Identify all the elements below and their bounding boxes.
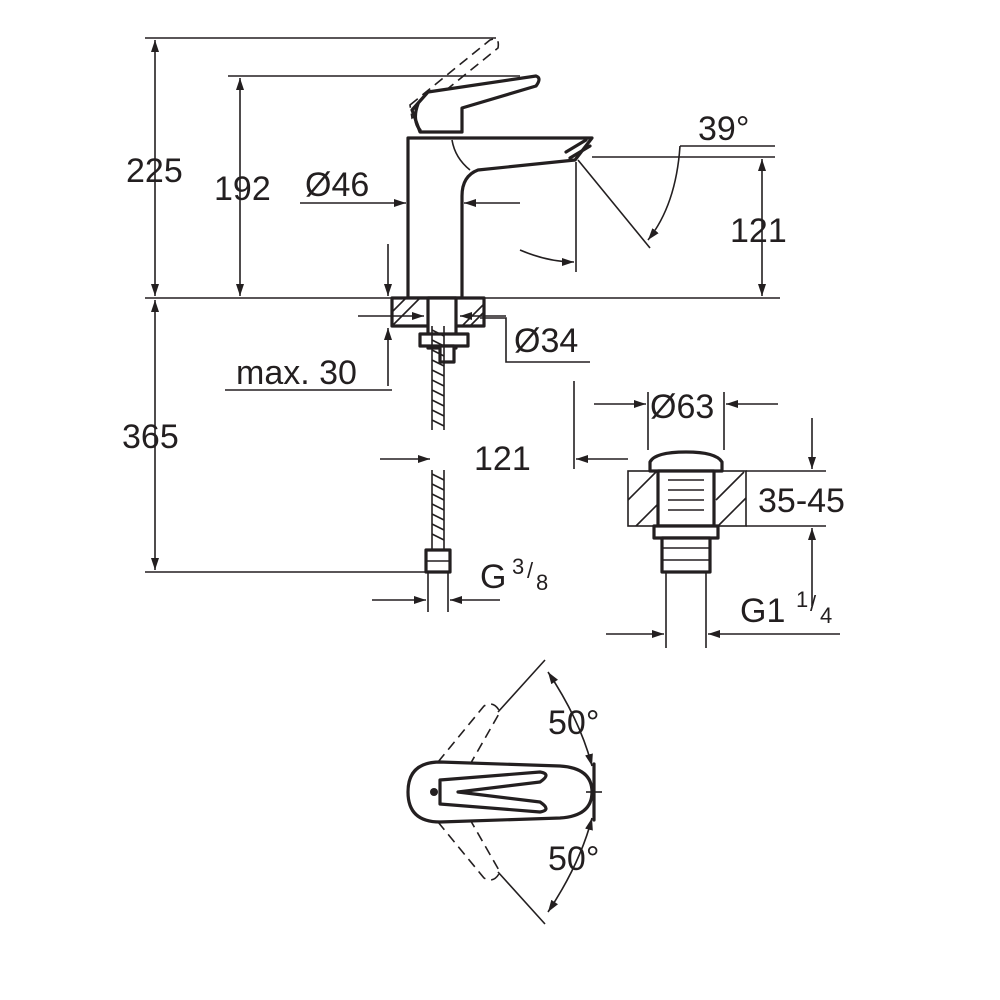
label-spout-angle: 39° [698, 110, 749, 148]
label-waste-diameter: Ø63 [650, 388, 714, 426]
label-total-height: 225 [126, 152, 183, 190]
label-thread-diameter: Ø34 [514, 322, 578, 360]
dimension-labels: 225 192 Ø46 39° 121 Ø34 max. 30 365 121 … [122, 110, 845, 878]
waste-connection-num: 1 [796, 587, 808, 612]
hose-connection-num: 3 [512, 554, 524, 579]
waste-valve [627, 450, 747, 648]
label-waste-connection: G1 1 / 4 [740, 587, 832, 630]
waste-thread-lines [662, 547, 710, 561]
waste-cap [648, 450, 724, 473]
fixing-stud [438, 344, 456, 364]
dimension-lines [145, 37, 780, 604]
waste-connection-slash: / [810, 591, 817, 616]
label-hose-length: 365 [122, 418, 179, 456]
faucet-body [406, 136, 594, 300]
basin-hatching [627, 471, 747, 527]
hose-connection-den: 8 [536, 570, 548, 595]
label-basin-thickness: 35-45 [758, 482, 845, 520]
lever-rotated-left [436, 703, 501, 769]
rotation-dimensions [497, 659, 593, 925]
waste-dimensions [594, 392, 840, 638]
flexible-hose [431, 326, 445, 550]
lever-rotated-right [436, 815, 501, 881]
label-spout-reach: 121 [474, 440, 531, 478]
label-hose-connection: G 3 / 8 [480, 554, 548, 596]
hose-connection-slash: / [527, 558, 534, 583]
deck-hatching [391, 297, 485, 327]
top-view-lever [438, 770, 548, 814]
body-contour [451, 139, 471, 171]
aerator-lines [564, 138, 592, 160]
label-max-deck: max. 30 [236, 354, 357, 392]
lever-pivot [413, 102, 422, 132]
label-rotation-right: 50° [548, 840, 599, 878]
faucet-top-view [406, 703, 602, 881]
label-spout-height: 192 [214, 170, 271, 208]
label-outlet-height: 121 [730, 212, 787, 250]
waste-nut [652, 524, 720, 540]
pivot-dot [430, 788, 438, 796]
label-rotation-left: 50° [548, 704, 599, 742]
hose-connection-base: G [480, 558, 506, 596]
waste-thread [660, 536, 712, 574]
faucet-lever [410, 74, 541, 134]
waste-connection-base: G1 [740, 592, 785, 630]
label-body-diameter: Ø46 [305, 166, 369, 204]
waste-connection-den: 4 [820, 603, 832, 628]
waste-ribs [668, 479, 704, 511]
